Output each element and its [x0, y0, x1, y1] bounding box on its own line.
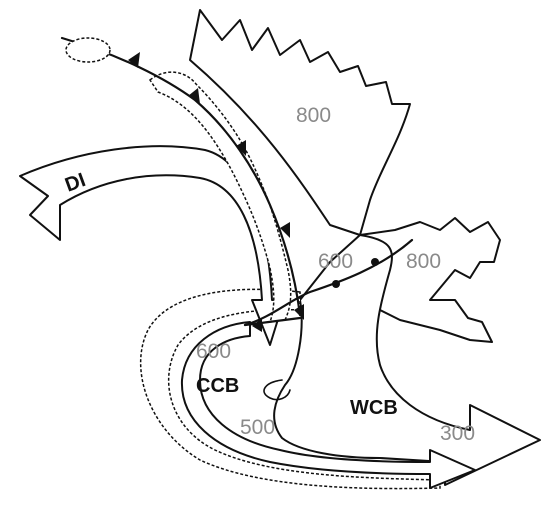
pressure-label-lower-500: 500 [240, 416, 275, 439]
pressure-label-right-800: 800 [406, 250, 441, 273]
cold-front-line [60, 36, 302, 317]
ccb-cloud-fringe [139, 288, 441, 490]
pressure-label-right-300: 300 [440, 422, 475, 445]
wcb-right-branch [359, 217, 501, 343]
warm-front-line [243, 238, 414, 327]
ccb-notch [263, 379, 291, 401]
wcb-main-body [273, 234, 541, 486]
cold-front-triangle [128, 52, 140, 68]
cold-front-triangle [236, 140, 246, 156]
warm-front-semicircle [332, 280, 340, 288]
pressure-label-mid-600: 600 [318, 250, 353, 273]
wcb-upper-plume [189, 9, 411, 236]
occluded-front-segment [243, 316, 302, 327]
pressure-label-upper-800: 800 [296, 104, 331, 127]
cold-front-triangle [294, 304, 304, 320]
pressure-label-left-600: 600 [196, 340, 231, 363]
cold-front-triangle [188, 88, 200, 104]
ccb-label: CCB [196, 375, 239, 397]
front-head-cloud [65, 37, 111, 63]
wcb-label: WCB [350, 397, 398, 419]
ccb-arrow-band [180, 321, 476, 489]
occluded-front-triangle [252, 318, 262, 332]
cold-front-triangle [280, 222, 290, 238]
front-cloud-band [148, 71, 292, 323]
warm-front-semicircle [371, 258, 379, 266]
